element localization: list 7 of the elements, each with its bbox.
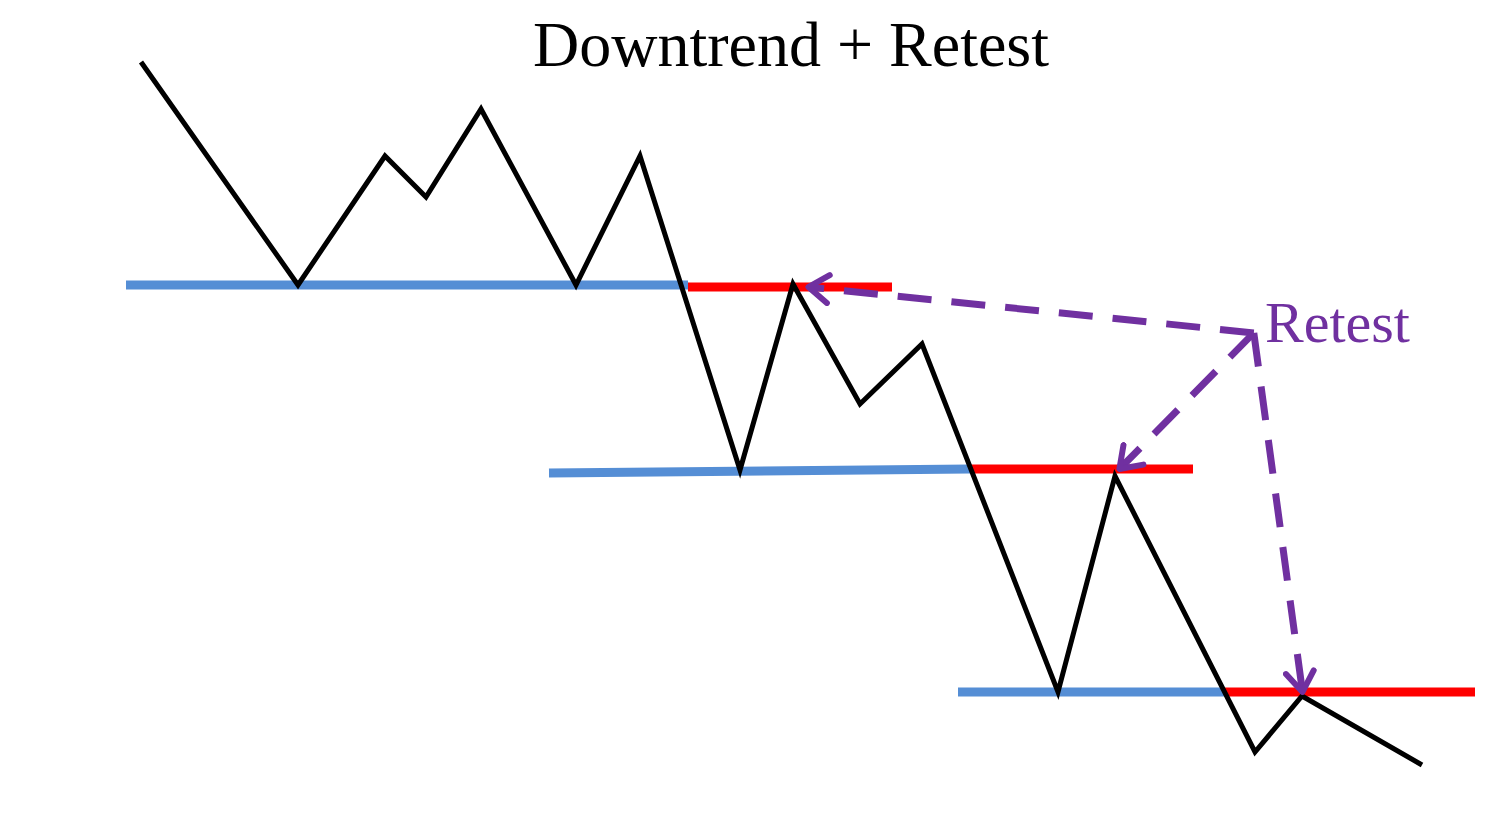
callout-label: Retest [1253, 294, 1410, 352]
resistance-line [970, 464, 1193, 474]
resistance-line [1225, 687, 1475, 697]
resistance-line [688, 282, 892, 292]
dashed-leader-arrow [1250, 332, 1317, 695]
dashed-leader-arrow [805, 272, 1255, 337]
chart-title: Downtrend + Retest [533, 13, 1049, 77]
